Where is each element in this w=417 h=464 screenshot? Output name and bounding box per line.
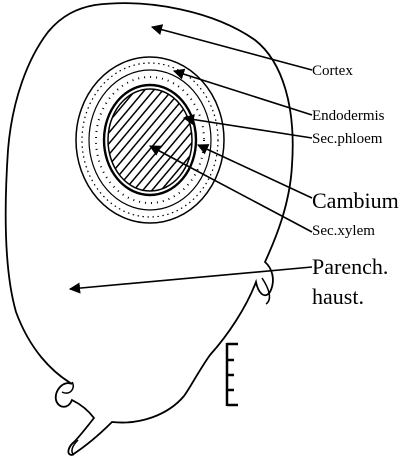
cambium-label: Cambium (312, 190, 399, 212)
parench-label-line1: Parench. (312, 256, 388, 278)
sec-xylem-core (108, 89, 192, 191)
sec-xylem-label: Sec.xylem (312, 224, 375, 239)
outer-outline (6, 3, 293, 455)
cortex-arrow (152, 27, 312, 70)
parench-arrow (70, 267, 312, 289)
scale-bar (227, 343, 238, 406)
cambium-arrow (198, 145, 312, 198)
sec-phloem-label: Sec.phloem (312, 132, 382, 147)
endodermis-label: Endodermis (312, 109, 385, 124)
cortex-label: Cortex (312, 64, 353, 79)
outline-lobe-right (262, 278, 269, 304)
parench-label-line2: haust. (312, 286, 364, 308)
